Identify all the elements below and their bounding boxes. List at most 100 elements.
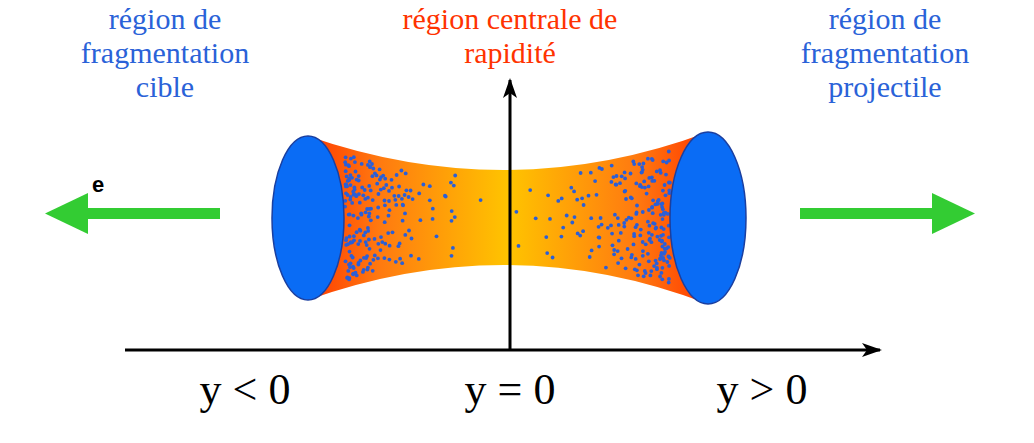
particle-dot	[395, 173, 399, 177]
particle-dot	[614, 183, 618, 187]
particle-dot	[635, 204, 639, 208]
particle-dot	[349, 241, 353, 245]
particle-dot	[600, 167, 604, 171]
particle-dot	[638, 234, 642, 238]
particle-dot	[641, 254, 645, 258]
particle-dot	[617, 239, 621, 243]
particle-dot	[384, 183, 388, 187]
particle-dot	[620, 174, 624, 178]
particle-dot	[667, 159, 671, 163]
particle-dot	[660, 240, 664, 244]
particle-dot	[651, 158, 655, 162]
particle-dot	[556, 199, 560, 203]
particle-dot	[358, 239, 362, 243]
particle-dot	[626, 247, 630, 251]
particle-dot	[606, 226, 610, 230]
particle-dot	[617, 223, 621, 227]
particle-dot	[653, 179, 657, 183]
particle-dot	[358, 228, 362, 232]
particle-dot	[623, 190, 627, 194]
particle-dot	[428, 184, 432, 188]
particle-dot	[403, 193, 407, 197]
particle-dot	[397, 194, 401, 198]
particle-dot	[622, 225, 626, 229]
particle-dot	[588, 255, 592, 259]
particle-dot	[597, 245, 601, 249]
fireball	[308, 132, 708, 304]
particle-dot	[654, 226, 658, 230]
projectile-nucleus	[670, 132, 746, 304]
particle-dot	[376, 206, 380, 210]
particle-dot	[629, 172, 633, 176]
particle-dot	[642, 274, 646, 278]
particle-dot	[650, 205, 654, 209]
particle-dot	[667, 150, 671, 154]
particle-dot	[428, 198, 432, 202]
particle-dot	[604, 266, 608, 270]
particle-dot	[648, 224, 652, 228]
particle-dot	[407, 229, 411, 233]
particle-dot	[609, 224, 613, 228]
particle-dot	[353, 188, 357, 192]
particle-dot	[612, 175, 616, 179]
particle-dot	[630, 253, 634, 257]
particle-dot	[663, 242, 667, 246]
particle-dot	[587, 194, 591, 198]
particle-dot	[394, 260, 398, 264]
particle-dot	[634, 182, 638, 186]
particle-dot	[630, 216, 634, 220]
particle-dot	[624, 266, 628, 270]
particle-dot	[373, 237, 377, 241]
particle-dot	[548, 217, 552, 221]
particle-dot	[622, 221, 626, 225]
particle-dot	[646, 157, 650, 161]
particle-dot	[348, 250, 352, 254]
particle-dot	[383, 199, 387, 203]
particle-dot	[643, 186, 647, 190]
particle-dot	[403, 212, 407, 216]
particle-dot	[623, 171, 627, 175]
particle-dot	[398, 257, 402, 261]
particle-dot	[667, 181, 671, 185]
particle-dot	[638, 263, 642, 267]
particle-dot	[656, 235, 660, 239]
particle-dot	[610, 232, 614, 236]
particle-dot	[422, 183, 426, 187]
particle-dot	[393, 198, 397, 202]
particle-dot	[378, 168, 382, 172]
particle-dot	[620, 256, 624, 260]
particle-dot	[353, 160, 357, 164]
particle-dot	[356, 216, 360, 220]
particle-dot	[641, 168, 645, 172]
particle-dot	[352, 155, 356, 159]
particle-dot	[624, 197, 628, 201]
particle-dot	[616, 261, 620, 265]
particle-dot	[649, 269, 653, 273]
particle-dot	[598, 236, 602, 240]
particle-dot	[383, 242, 387, 246]
particle-dot	[528, 188, 532, 192]
particle-dot	[344, 243, 348, 247]
particle-dot	[632, 162, 636, 166]
axis-label: y > 0	[682, 365, 842, 415]
particle-dot	[346, 269, 350, 273]
particle-dot	[359, 229, 363, 233]
particle-dot	[361, 193, 365, 197]
particle-dot	[546, 193, 550, 197]
particle-dot	[349, 241, 353, 245]
particle-dot	[651, 221, 655, 225]
particle-dot	[352, 234, 356, 238]
particle-dot	[388, 244, 392, 248]
particle-dot	[666, 212, 670, 216]
particle-dot	[663, 250, 667, 254]
particle-dot	[660, 239, 664, 243]
particle-dot	[409, 189, 413, 193]
particle-dot	[397, 244, 401, 248]
particle-dot	[667, 277, 671, 281]
particle-dot	[666, 260, 670, 264]
particle-dot	[357, 179, 361, 183]
particle-dot	[551, 256, 555, 260]
particle-dot	[641, 210, 645, 214]
particle-dot	[356, 242, 360, 246]
particle-dot	[597, 225, 601, 229]
